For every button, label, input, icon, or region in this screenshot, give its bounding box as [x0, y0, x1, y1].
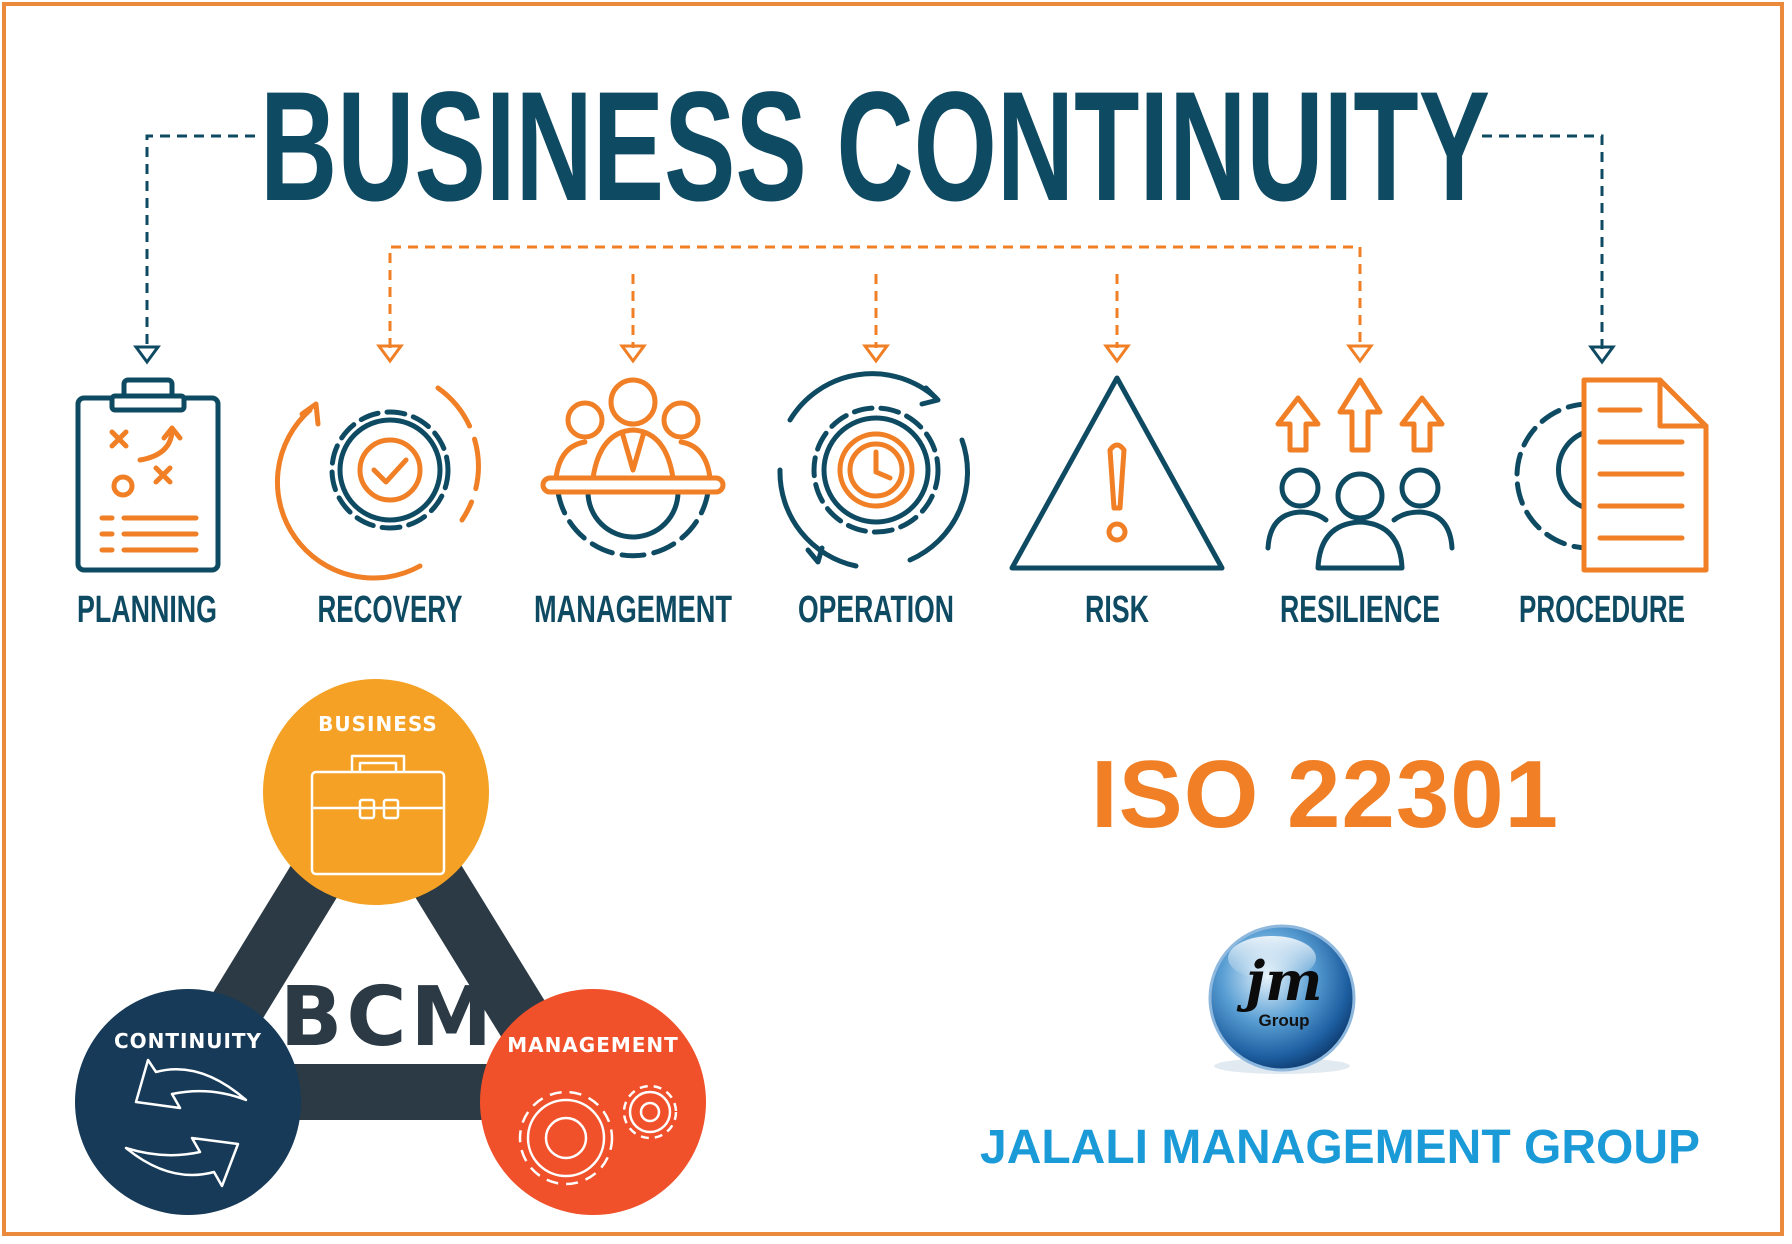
- bcm-center-label: BCM: [280, 970, 496, 1065]
- label-planning: PLANNING: [77, 589, 217, 631]
- team-meeting-gear-icon: [540, 377, 726, 559]
- cycle-arrows-icon: [124, 1058, 248, 1188]
- bcm-node-business-label: BUSINESS: [318, 712, 438, 736]
- label-risk: RISK: [1085, 589, 1149, 631]
- gear-check-recovery-icon: [274, 385, 481, 581]
- title-connector-arrows: [133, 345, 1616, 365]
- people-arrows-up-icon: [1265, 377, 1455, 571]
- label-operation: OPERATION: [798, 589, 954, 631]
- gear-document-icon: [1514, 377, 1709, 573]
- orange-connector-arrows: [376, 344, 1374, 364]
- clipboard-plan-icon: [75, 377, 221, 573]
- company-name: JALALI MANAGEMENT GROUP: [980, 1121, 1700, 1174]
- bcm-node-continuity: [75, 989, 301, 1215]
- gears-icon: [518, 1084, 678, 1186]
- label-management: MANAGEMENT: [534, 589, 732, 631]
- jm-group-logo: jm Group: [1208, 924, 1356, 1074]
- title-connectors: [145, 134, 1604, 350]
- gear-clock-cycle-icon: [777, 371, 971, 569]
- bcm-node-business: [263, 679, 489, 905]
- logo-mark: jm: [1237, 949, 1323, 1013]
- bcm-triangle-frame: [157, 752, 596, 1120]
- bcm-diagram: BCM BUSINESS CONTINUITY MANAGEMENT: [75, 679, 706, 1215]
- iso-standard-label: ISO 22301: [1091, 741, 1559, 848]
- label-resilience: RESILIENCE: [1280, 589, 1440, 631]
- label-recovery: RECOVERY: [318, 589, 463, 631]
- item-labels: PLANNING RECOVERY MANAGEMENT OPERATION R…: [77, 589, 1685, 631]
- warning-triangle-icon: [1009, 375, 1225, 571]
- main-title: BUSINESS CONTINUITY: [260, 60, 1490, 234]
- briefcase-icon: [310, 754, 446, 876]
- orange-connectors: [388, 245, 1362, 348]
- logo-sub: Group: [1259, 1011, 1310, 1030]
- bcm-node-management-label: MANAGEMENT: [507, 1033, 679, 1057]
- label-procedure: PROCEDURE: [1519, 589, 1685, 631]
- bcm-node-continuity-label: CONTINUITY: [114, 1029, 262, 1053]
